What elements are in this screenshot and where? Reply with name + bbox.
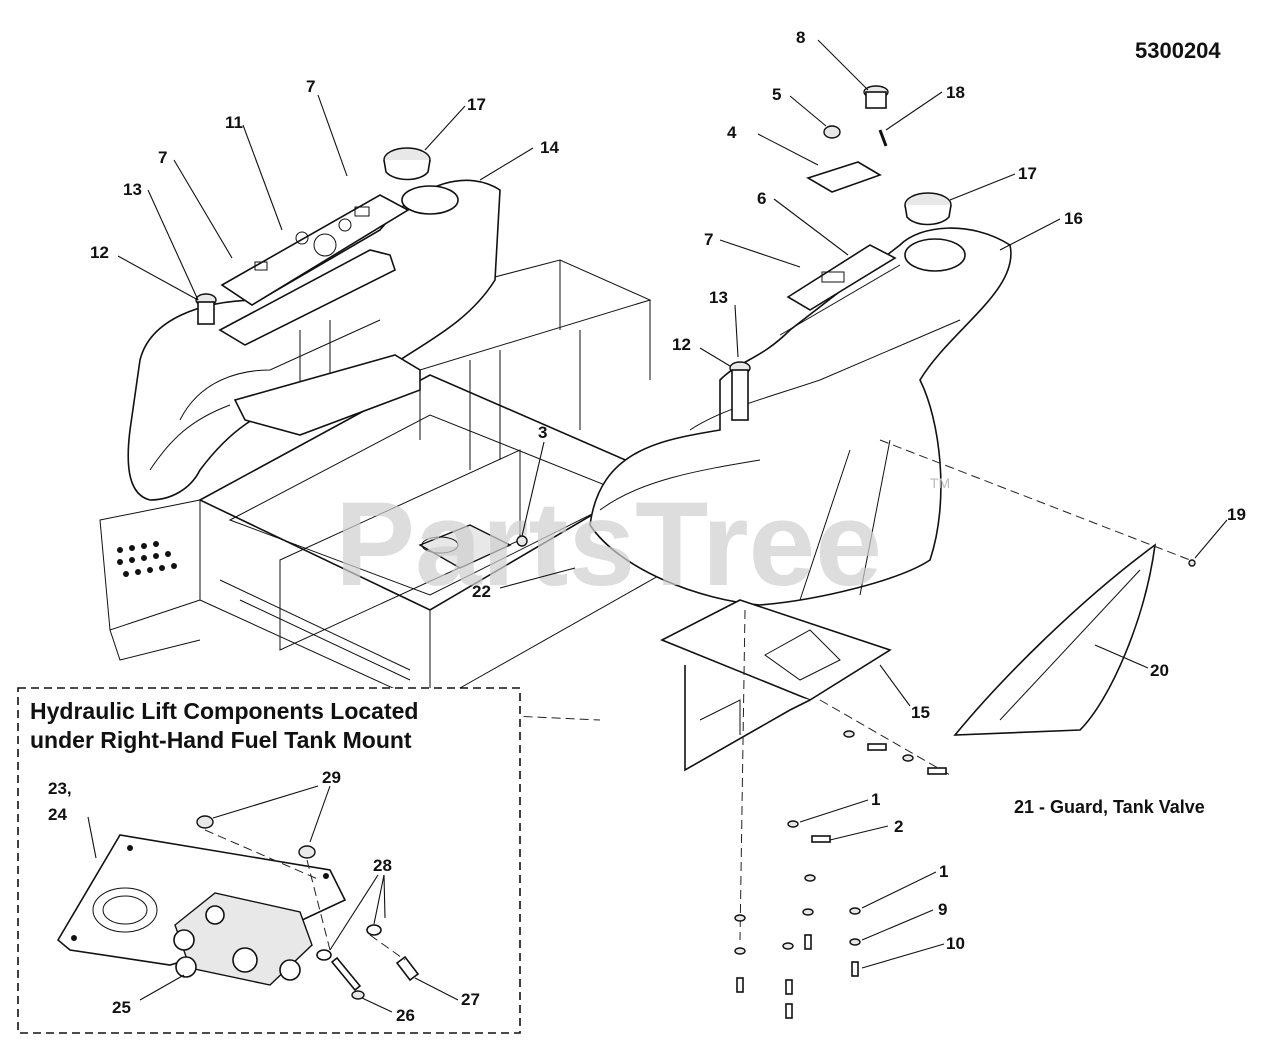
inset-title-line1: Hydraulic Lift Components Located	[30, 698, 418, 724]
callout-labels: 7 17 11 14 7 13 12 8 5 18 4 17 6 16 7 13…	[90, 28, 1246, 953]
hardware-fasteners	[516, 535, 1196, 1019]
watermark: PartsTree	[335, 477, 882, 611]
callout-20: 20	[1150, 661, 1169, 680]
callout-2: 2	[894, 817, 903, 836]
callout-16: 16	[1064, 209, 1083, 228]
callout-22: 22	[472, 582, 491, 601]
callout-11: 11	[225, 113, 243, 132]
left-control-panel	[220, 194, 410, 306]
washer	[316, 949, 332, 961]
callout-1: 1	[939, 862, 948, 881]
callout-7: 7	[306, 77, 315, 96]
callout-12: 12	[672, 335, 691, 354]
callout-9: 9	[938, 900, 947, 919]
right-fuel-gauge	[729, 361, 751, 421]
callout-14: 14	[540, 138, 559, 157]
callout-17: 17	[1018, 164, 1037, 183]
inset-title-line2: under Right-Hand Fuel Tank Mount	[30, 727, 412, 753]
callout-27: 27	[461, 990, 480, 1009]
callout-23: 23,	[48, 779, 72, 798]
hydraulic-valve	[173, 892, 313, 986]
callout-10: 10	[946, 934, 965, 953]
leader-lines	[117, 39, 1228, 969]
tank-valve-guard	[953, 543, 1157, 736]
callout-1: 1	[871, 790, 880, 809]
callout-7: 7	[158, 148, 167, 167]
callout-13: 13	[709, 288, 728, 307]
watermark-tm: TM	[930, 475, 950, 491]
callout-12: 12	[90, 243, 109, 262]
diagram-number: 5300204	[1135, 38, 1221, 63]
callout-18: 18	[946, 83, 965, 102]
callout-25: 25	[112, 998, 131, 1017]
nut	[196, 815, 214, 829]
bolt	[395, 955, 420, 982]
right-tank-mount-plate	[660, 599, 892, 772]
left-fuel-cap	[383, 147, 431, 181]
left-fuel-gauge	[195, 293, 217, 325]
right-fuel-tank	[589, 227, 1012, 606]
valve-knob	[823, 125, 841, 139]
callout-6: 6	[757, 189, 766, 208]
callout-3: 3	[538, 423, 547, 442]
nut	[298, 845, 316, 859]
callout-4: 4	[727, 123, 737, 142]
callout-19: 19	[1227, 505, 1246, 524]
valve-bushing	[863, 85, 889, 109]
callout-29: 29	[322, 768, 341, 787]
callout-17: 17	[467, 95, 486, 114]
tank-valve-guard-note: 21 - Guard, Tank Valve	[1014, 797, 1205, 817]
right-fuel-cap	[904, 192, 952, 226]
callout-26: 26	[396, 1006, 415, 1025]
valve-cover-plate	[806, 161, 882, 193]
callout-5: 5	[772, 85, 781, 104]
callout-7: 7	[704, 230, 713, 249]
left-tank-bracket	[233, 354, 421, 436]
callout-24: 24	[48, 805, 67, 824]
callout-8: 8	[796, 28, 805, 47]
hydraulic-lift-inset: Hydraulic Lift Components Located under …	[17, 687, 521, 1034]
callout-28: 28	[373, 856, 392, 875]
valve-pin	[878, 129, 888, 147]
bolt	[330, 956, 362, 992]
washer	[366, 924, 382, 936]
callout-13: 13	[123, 180, 142, 199]
right-control-panel	[786, 244, 897, 311]
callout-15: 15	[911, 703, 930, 722]
